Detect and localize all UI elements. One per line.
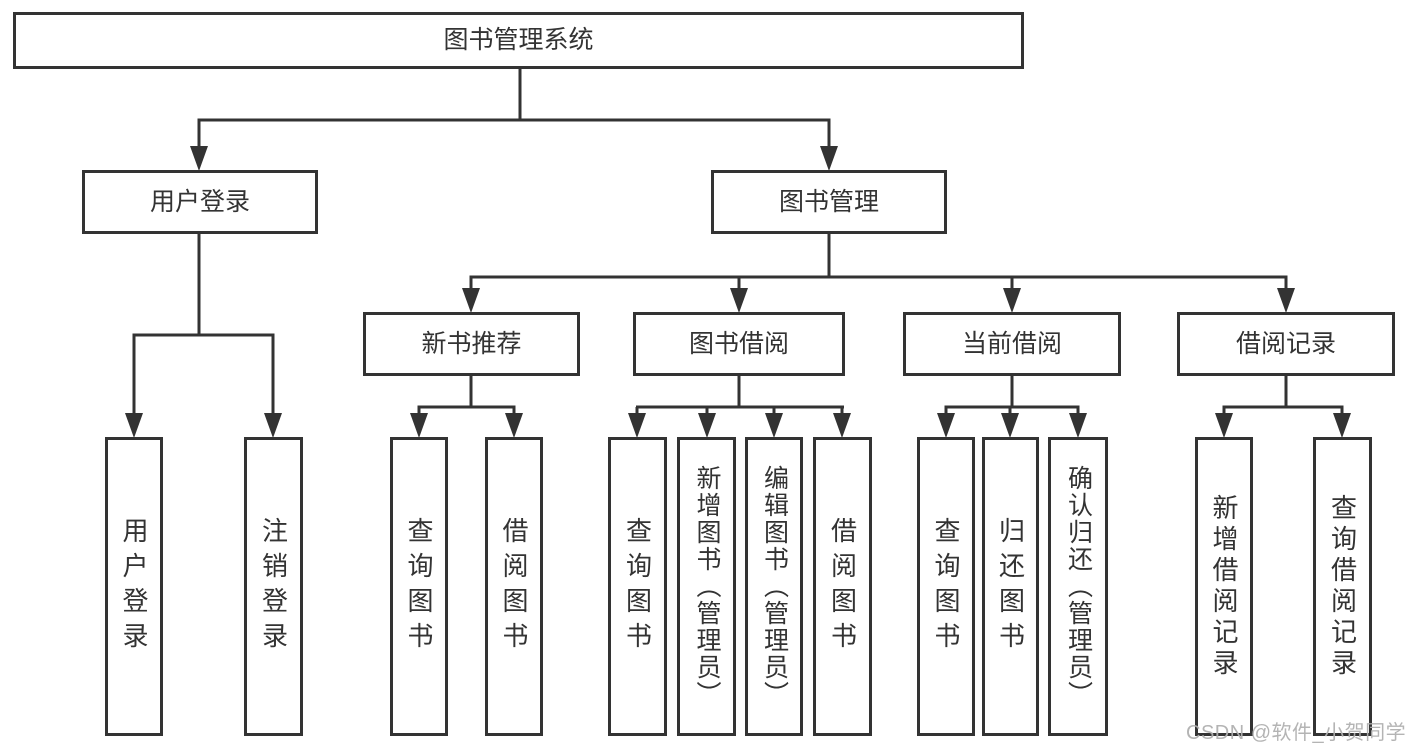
leaf-user-login: 用户登录 [105,437,163,736]
node-current-borrow: 当前借阅 [903,312,1121,376]
leaf-add-book-admin: 新增图书（管理员） [677,437,736,736]
leaf-query-books-recommend: 查询图书 [390,437,448,736]
node-user-login: 用户登录 [82,170,318,234]
node-book-management: 图书管理 [711,170,947,234]
leaf-query-books-current: 查询图书 [917,437,975,736]
leaf-edit-book-admin: 编辑图书（管理员） [745,437,803,736]
node-root-system: 图书管理系统 [13,12,1024,69]
node-borrow-records: 借阅记录 [1177,312,1395,376]
leaf-query-books-borrow: 查询图书 [608,437,667,736]
leaf-confirm-return-admin: 确认归还（管理员） [1048,437,1108,736]
node-new-book-recommend: 新书推荐 [363,312,580,376]
node-book-borrow: 图书借阅 [633,312,845,376]
leaf-add-borrow-record: 新增借阅记录 [1195,437,1253,736]
leaf-return-book: 归还图书 [982,437,1039,736]
connector-arrowheads [125,146,1351,438]
leaf-query-borrow-record: 查询借阅记录 [1313,437,1372,736]
leaf-borrow-books: 借阅图书 [813,437,872,736]
csdn-watermark: CSDN @软件_小贺同学 [1186,722,1405,744]
leaf-borrow-books-recommend: 借阅图书 [485,437,543,736]
leaf-logout-login: 注销登录 [244,437,303,736]
